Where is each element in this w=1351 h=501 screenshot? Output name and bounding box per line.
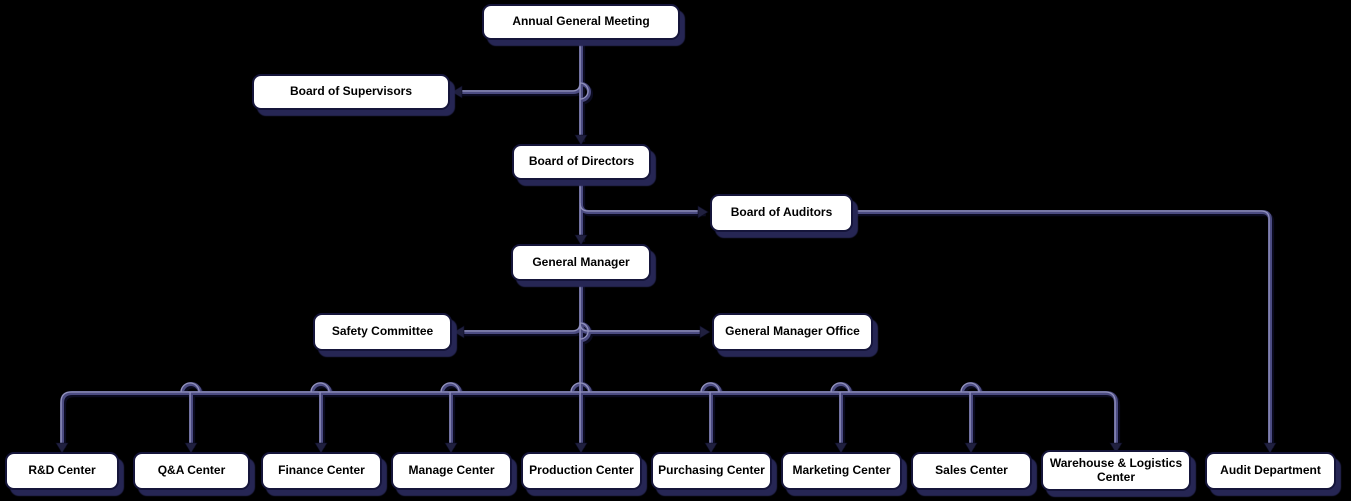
arrow-into-marketing-center xyxy=(834,442,848,454)
org-node-label: Production Center xyxy=(529,463,634,478)
org-node-label: Audit Department xyxy=(1220,463,1321,478)
org-node-general-manager[interactable]: General Manager xyxy=(511,244,651,281)
org-node-label: General Manager Office xyxy=(725,324,860,339)
arrow-into-manage-center xyxy=(444,442,458,454)
org-node-warehouse-logistics-center[interactable]: Warehouse & Logistics Center xyxy=(1041,450,1191,491)
org-node-label: Finance Center xyxy=(278,463,365,478)
org-node-label: Annual General Meeting xyxy=(512,14,650,29)
org-node-finance-center[interactable]: Finance Center xyxy=(261,452,382,490)
arrow-into-supervisors xyxy=(451,85,463,99)
org-node-label: R&D Center xyxy=(28,463,96,478)
org-node-purchasing-center[interactable]: Purchasing Center xyxy=(651,452,772,490)
org-node-safety-committee[interactable]: Safety Committee xyxy=(313,313,452,351)
org-node-board-of-auditors[interactable]: Board of Auditors xyxy=(710,194,853,232)
arrow-into-rd-center xyxy=(55,442,69,454)
org-node-board-of-directors[interactable]: Board of Directors xyxy=(512,144,651,180)
org-node-label: Warehouse & Logistics Center xyxy=(1049,455,1183,484)
org-node-label: Manage Center xyxy=(408,463,495,478)
org-node-label: Q&A Center xyxy=(157,463,226,478)
arrow-into-audit-department xyxy=(1263,442,1277,454)
org-node-sales-center[interactable]: Sales Center xyxy=(911,452,1032,490)
org-node-marketing-center[interactable]: Marketing Center xyxy=(781,452,902,490)
arrow-into-warehouse-center xyxy=(1109,442,1123,454)
arrow-into-purchasing-center xyxy=(704,442,718,454)
arrow-into-gm-office xyxy=(699,325,711,339)
org-node-label: Sales Center xyxy=(935,463,1008,478)
org-node-label: General Manager xyxy=(532,254,630,269)
arrow-into-safety-committee xyxy=(453,325,465,339)
org-node-label: Marketing Center xyxy=(792,463,891,478)
arrowheads xyxy=(55,85,1277,454)
org-node-rd-center[interactable]: R&D Center xyxy=(5,452,119,490)
arrow-into-auditors xyxy=(697,205,709,219)
org-node-production-center[interactable]: Production Center xyxy=(521,452,642,490)
arrow-into-general-manager xyxy=(574,234,588,246)
arrow-into-sales-center xyxy=(964,442,978,454)
org-node-annual-general-meeting[interactable]: Annual General Meeting xyxy=(482,4,680,40)
org-node-label: Safety Committee xyxy=(331,324,434,339)
arrow-into-qa-center xyxy=(184,442,198,454)
arrow-into-finance-center xyxy=(314,442,328,454)
arrow-into-directors xyxy=(574,134,588,146)
org-node-label: Board of Directors xyxy=(528,154,635,169)
org-node-label: Board of Auditors xyxy=(730,205,833,220)
org-node-general-manager-office[interactable]: General Manager Office xyxy=(712,313,873,351)
org-node-audit-department[interactable]: Audit Department xyxy=(1205,452,1336,490)
org-node-manage-center[interactable]: Manage Center xyxy=(391,452,512,490)
org-node-qa-center[interactable]: Q&A Center xyxy=(133,452,250,490)
org-node-label: Board of Supervisors xyxy=(289,84,413,99)
org-node-board-of-supervisors[interactable]: Board of Supervisors xyxy=(252,74,450,110)
org-node-label: Purchasing Center xyxy=(658,463,765,478)
arrow-into-production-center xyxy=(574,442,588,454)
